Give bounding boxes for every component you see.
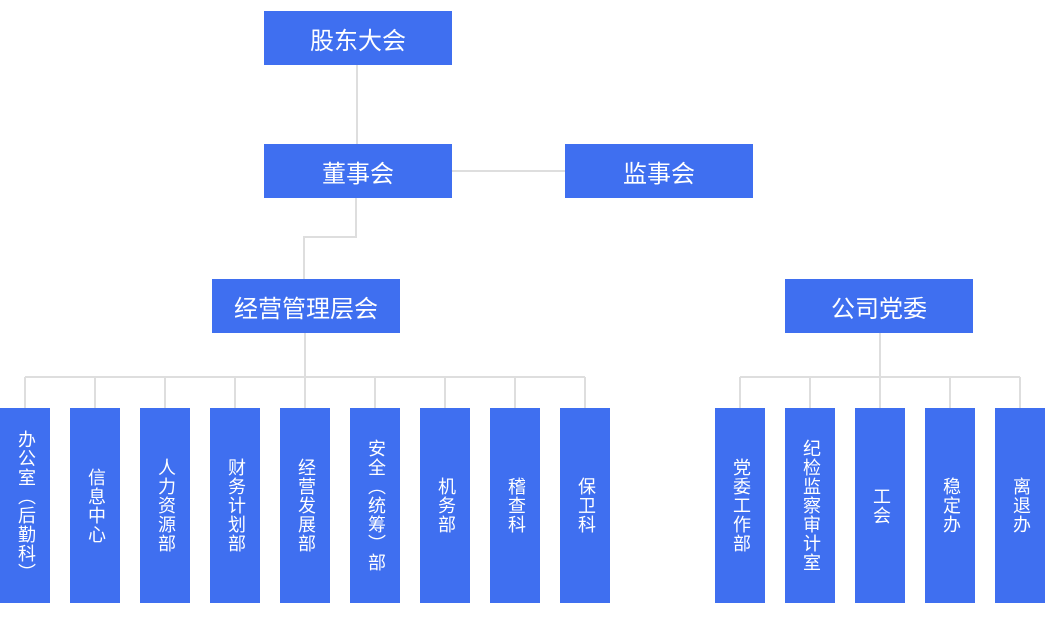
party-dept-discipline-audit: 纪检监察审计室 [785,408,835,603]
dept-safety: 安全（统筹）部 [350,408,400,603]
party-dept-retirees: 离退办 [995,408,1045,603]
node-shareholders: 股东大会 [264,11,452,65]
dept-office: 办公室（后勤科） [0,408,50,603]
dept-finance-planning: 财务计划部 [210,408,260,603]
dept-maintenance: 机务部 [420,408,470,603]
node-party: 公司党委 [785,279,973,333]
party-dept-work: 党委工作部 [715,408,765,603]
node-management: 经营管理层会 [212,279,400,333]
node-board: 董事会 [264,144,452,198]
dept-security: 保卫科 [560,408,610,603]
connector-board-management [303,198,357,279]
dept-human-resources: 人力资源部 [140,408,190,603]
node-supervisors: 监事会 [565,144,753,198]
dept-information-center: 信息中心 [70,408,120,603]
party-dept-union: 工会 [855,408,905,603]
dept-business-development: 经营发展部 [280,408,330,603]
party-dept-stability: 稳定办 [925,408,975,603]
dept-inspection: 稽查科 [490,408,540,603]
